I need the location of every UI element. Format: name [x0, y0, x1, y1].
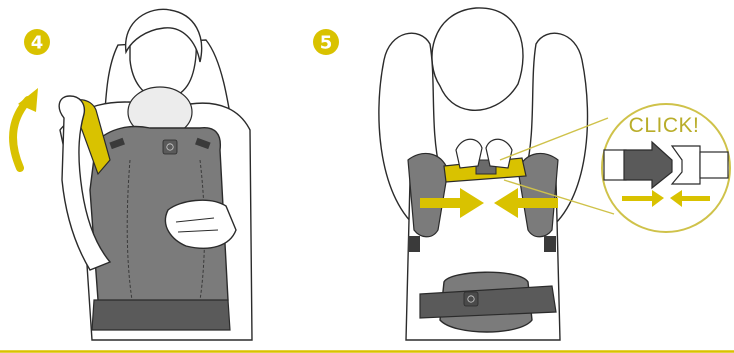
step-5-panel: 5 — [313, 7, 731, 341]
step-4-supporting-hand — [164, 199, 237, 249]
callout-arrow-right-icon — [622, 190, 664, 207]
curved-up-arrow-icon — [9, 88, 38, 172]
step-5-left-strap — [407, 152, 449, 238]
arrow-left-icon — [494, 188, 558, 218]
step-5-number: 5 — [320, 33, 333, 54]
step-5-right-strap — [517, 152, 559, 238]
step-5-head — [431, 7, 524, 111]
step-4-logo — [162, 139, 178, 155]
step-4-badge: 4 — [24, 29, 50, 55]
step-4-number: 4 — [31, 33, 44, 54]
step-5-badge: 5 — [313, 29, 339, 55]
step-5-logo — [463, 291, 479, 307]
arrow-right-icon — [420, 188, 484, 218]
step-4-panel: 4 — [9, 8, 253, 341]
step-4-lifting-hand — [58, 95, 112, 271]
click-callout: CLICK! — [601, 103, 731, 233]
click-callout-text: CLICK! — [629, 114, 700, 137]
buckle-female-part — [670, 145, 701, 185]
buckle-male-part — [623, 140, 673, 190]
callout-arrow-left-icon — [670, 190, 710, 207]
